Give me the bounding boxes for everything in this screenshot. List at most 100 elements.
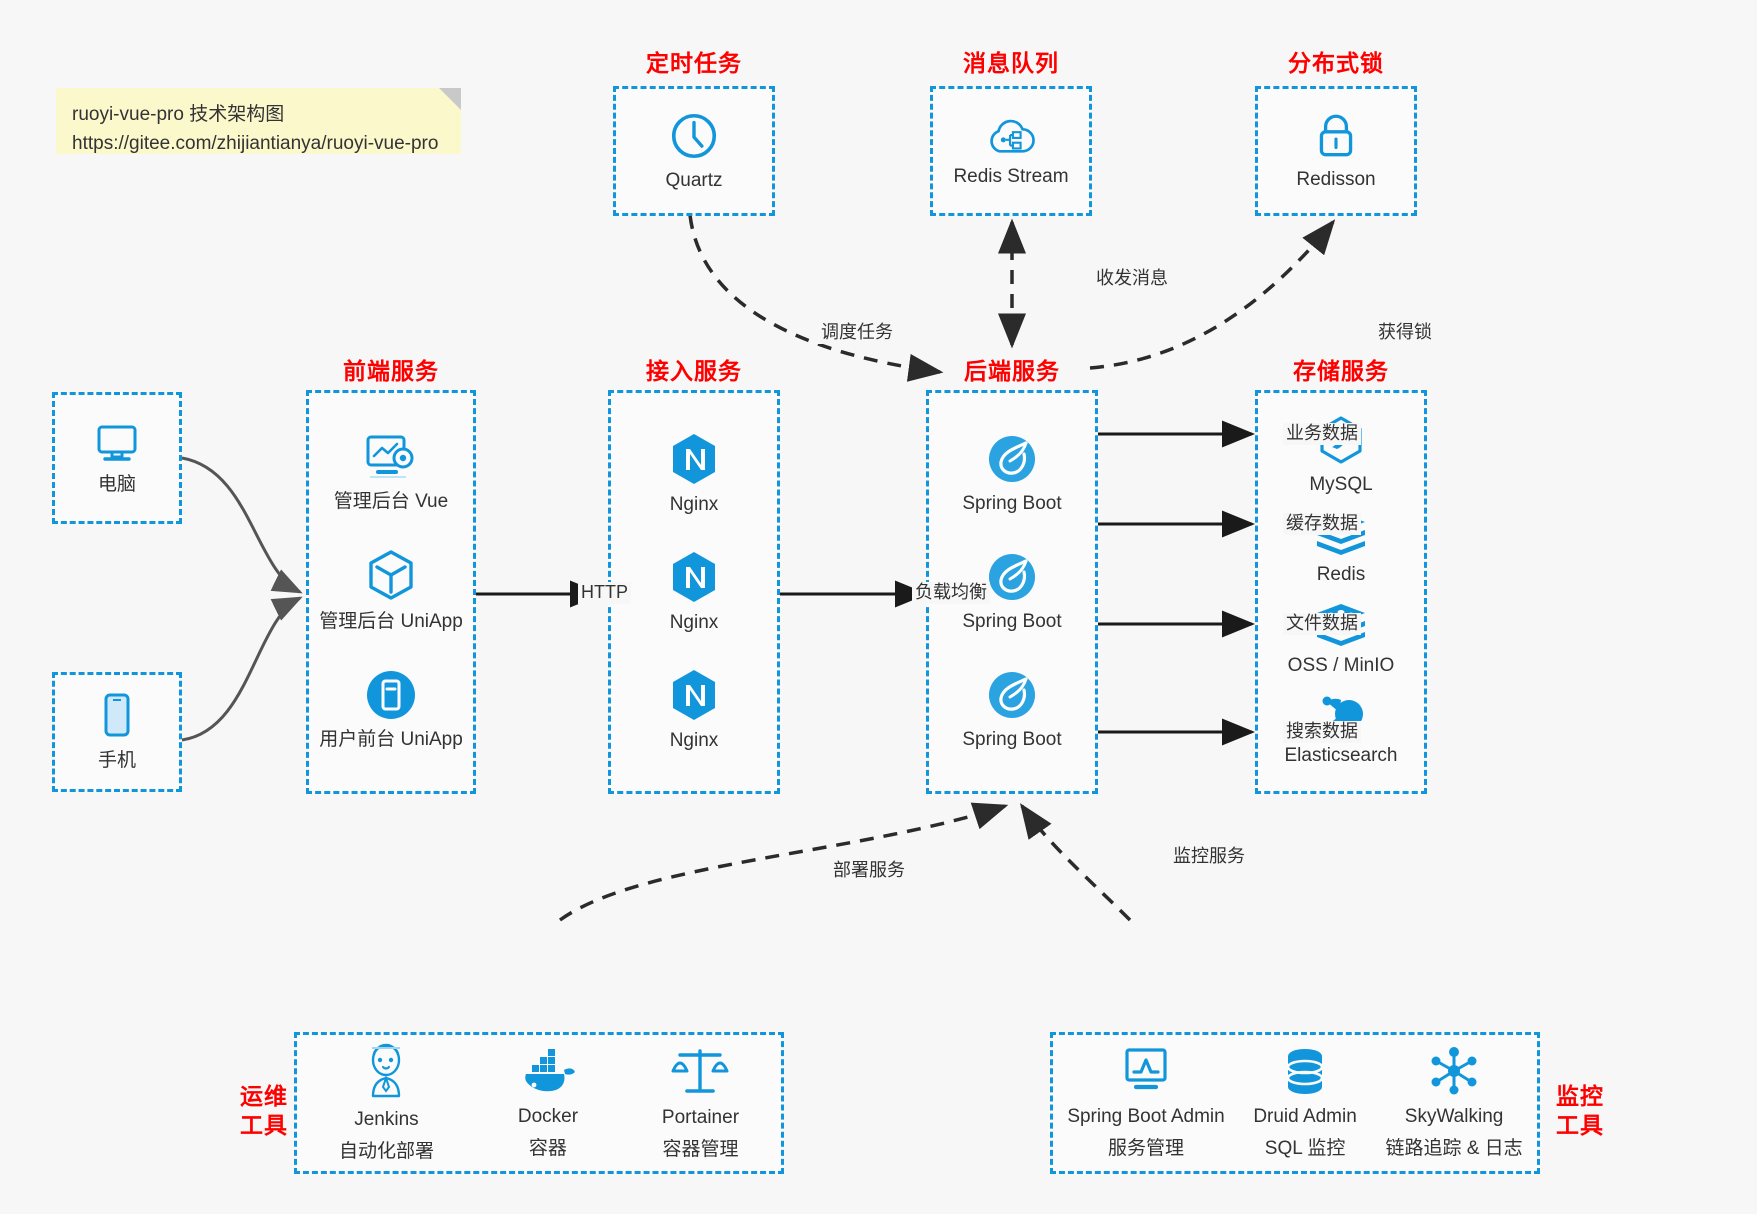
node-jenkins[interactable]: Jenkins 自动化部署: [339, 1041, 434, 1164]
group-gateway: Nginx Nginx Nginx: [608, 390, 780, 794]
node-label: Nginx: [669, 729, 719, 751]
group-distributed-lock: Redisson: [1255, 86, 1417, 216]
node-label: 电脑: [97, 473, 136, 495]
note-fold-icon: [439, 88, 461, 110]
edge-computer-to-frontend: [181, 456, 303, 594]
desktop-icon: [97, 425, 137, 461]
node-label: Spring Boot Admin: [1067, 1106, 1225, 1128]
node-redisson[interactable]: Redisson: [1296, 110, 1376, 193]
node-label: MySQL: [1309, 473, 1373, 495]
group-computer: 电脑: [52, 392, 182, 524]
node-quartz[interactable]: Quartz: [665, 109, 723, 194]
monitor-title-line-2: 工具: [1556, 1111, 1604, 1138]
edge-label-biz-data: 业务数据: [1283, 423, 1361, 445]
nginx-icon: [673, 433, 715, 484]
clock-icon: [671, 113, 717, 158]
sticky-note: ruoyi-vue-pro 技术架构图 https://gitee.com/zh…: [56, 88, 461, 154]
edge-label-file-data: 文件数据: [1283, 613, 1361, 635]
group-title-backend: 后端服务: [964, 358, 1060, 384]
node-label: Druid Admin: [1253, 1106, 1357, 1128]
node-label: Portainer: [661, 1107, 740, 1129]
cube-icon: [369, 549, 413, 600]
node-phone[interactable]: 手机: [98, 691, 136, 774]
note-line-2: https://gitee.com/zhijiantianya/ruoyi-vu…: [72, 133, 439, 155]
network-icon: [1431, 1047, 1477, 1095]
node-nginx-2[interactable]: Nginx: [667, 549, 721, 636]
node-label: Redisson: [1296, 168, 1376, 190]
database-icon: [1286, 1049, 1324, 1095]
spring-icon: [988, 671, 1035, 718]
group-frontend: 管理后台 Vue 管理后台 UniApp 用户前台 UniApp: [306, 390, 476, 794]
node-label: Redis Stream: [953, 165, 1069, 187]
group-title-frontend: 前端服务: [343, 358, 439, 384]
node-label: 手机: [97, 749, 136, 771]
jenkins-icon: [372, 1044, 401, 1098]
node-sublabel: 服务管理: [1107, 1138, 1184, 1159]
node-spring-boot-2[interactable]: Spring Boot: [962, 550, 1062, 635]
node-sublabel: 容器管理: [662, 1139, 739, 1160]
group-title-storage: 存储服务: [1293, 358, 1389, 384]
node-portainer[interactable]: Portainer 容器管理: [662, 1043, 739, 1162]
node-spring-boot-3[interactable]: Spring Boot: [962, 668, 1062, 753]
node-sublabel: 链路追踪 & 日志: [1385, 1138, 1523, 1159]
node-druid-admin[interactable]: Druid Admin SQL 监控: [1253, 1044, 1357, 1161]
devops-title-line-2: 工具: [240, 1111, 288, 1138]
node-user-uniapp[interactable]: 用户前台 UniApp: [319, 668, 463, 753]
dashboard-gear-icon: [366, 435, 414, 478]
edge-label-deploy: 部署服务: [830, 860, 908, 882]
cloud-node-icon: [990, 119, 1035, 153]
edge-label-load-balance: 负载均衡: [912, 582, 990, 604]
edge-schedule: [688, 214, 944, 382]
node-spring-boot-admin[interactable]: Spring Boot Admin 服务管理: [1067, 1044, 1225, 1161]
group-title-scheduled-task: 定时任务: [646, 50, 742, 76]
group-title-distributed-lock: 分布式锁: [1288, 50, 1384, 76]
edge-label-http: HTTP: [578, 582, 631, 604]
node-computer[interactable]: 电脑: [91, 419, 143, 498]
group-phone: 手机: [52, 672, 182, 792]
node-redis-stream[interactable]: Redis Stream: [953, 113, 1069, 190]
edge-label-monitoring: 监控服务: [1170, 846, 1248, 868]
group-title-gateway: 接入服务: [646, 358, 742, 384]
edge-phone-to-frontend: [181, 596, 303, 742]
mobile-icon: [104, 693, 130, 737]
node-docker[interactable]: Docker 容器: [518, 1044, 578, 1161]
edge-label-message-queue: 收发消息: [1093, 268, 1171, 290]
node-label: Nginx: [669, 493, 719, 515]
edge-label-get-lock: 获得锁: [1375, 322, 1435, 344]
group-devops: Jenkins 自动化部署 Docker 容器: [294, 1032, 784, 1174]
note-line-1: ruoyi-vue-pro 技术架构图: [72, 104, 285, 125]
node-label: Jenkins: [354, 1109, 419, 1131]
node-skywalking[interactable]: SkyWalking 链路追踪 & 日志: [1385, 1044, 1523, 1161]
node-label: 用户前台 UniApp: [319, 728, 463, 750]
docker-icon: [525, 1049, 575, 1092]
spring-icon: [988, 553, 1035, 600]
scales-icon: [671, 1049, 729, 1094]
node-admin-uniapp[interactable]: 管理后台 UniApp: [319, 548, 463, 635]
node-label: Docker: [517, 1106, 579, 1128]
group-message-queue: Redis Stream: [930, 86, 1092, 216]
edge-monitoring: [1019, 803, 1132, 922]
node-admin-vue[interactable]: 管理后台 Vue: [334, 432, 448, 515]
node-label: 管理后台 Vue: [333, 490, 449, 512]
node-sublabel: 自动化部署: [338, 1141, 434, 1162]
group-title-message-queue: 消息队列: [963, 50, 1059, 76]
lock-icon: [1319, 114, 1353, 157]
monitor-title-line-1: 监控: [1556, 1083, 1604, 1109]
group-title-devops: 运维 工具: [234, 1082, 294, 1140]
node-spring-boot-1[interactable]: Spring Boot: [962, 432, 1062, 517]
node-sublabel: 容器: [528, 1138, 567, 1159]
node-label: Quartz: [665, 169, 723, 191]
node-label: Elasticsearch: [1284, 745, 1398, 767]
node-label: 管理后台 UniApp: [319, 610, 463, 632]
node-label: SkyWalking: [1404, 1106, 1504, 1128]
edge-deploy: [558, 802, 1009, 922]
spring-icon: [988, 435, 1035, 482]
node-label: Spring Boot: [962, 610, 1062, 632]
node-oss-minio[interactable]: OSS / MinIO: [1288, 600, 1394, 679]
node-nginx-3[interactable]: Nginx: [667, 667, 721, 754]
edge-label-cache-data: 缓存数据: [1283, 513, 1361, 535]
edge-label-schedule: 调度任务: [818, 322, 896, 344]
node-nginx-1[interactable]: Nginx: [667, 431, 721, 518]
devops-title-line-1: 运维: [240, 1083, 288, 1109]
